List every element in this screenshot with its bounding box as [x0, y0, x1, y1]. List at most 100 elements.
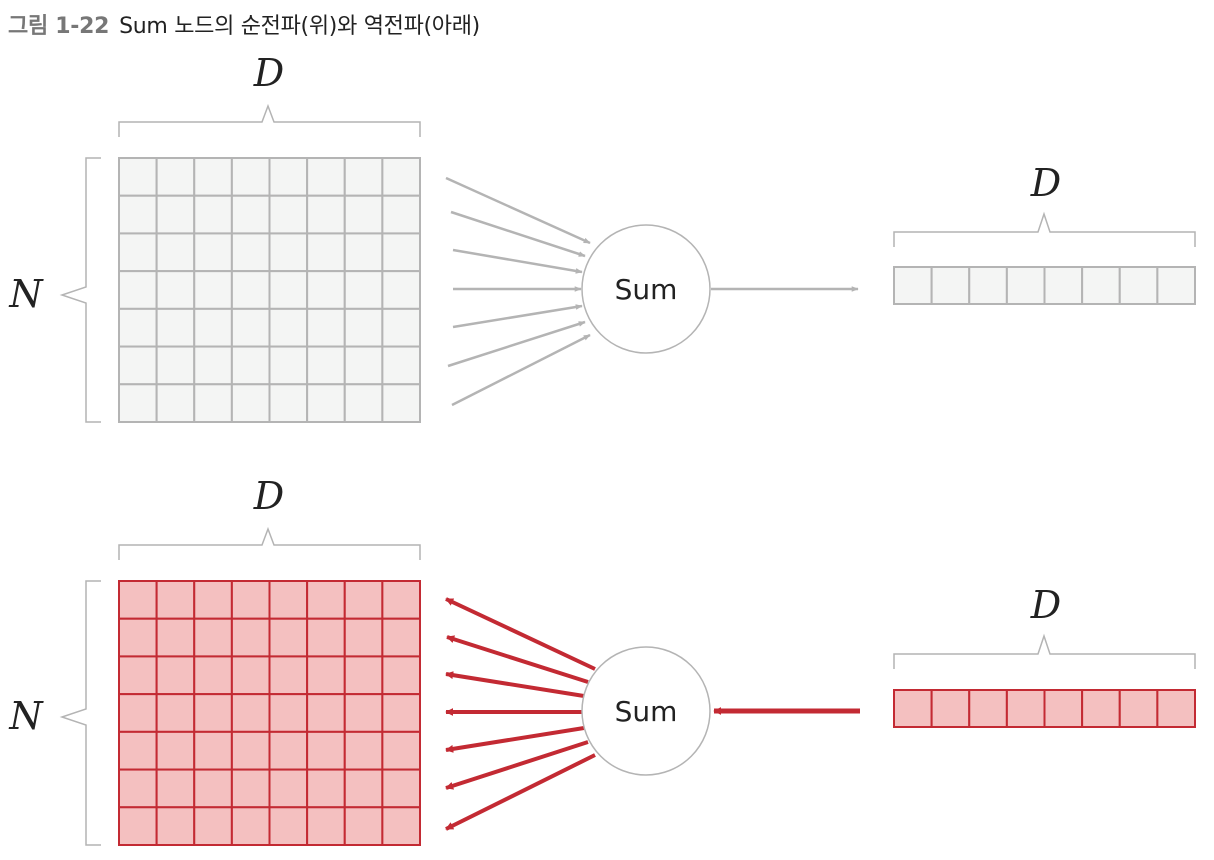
- backward-matrix-cell: [343, 730, 384, 771]
- forward-matrix-cell: [193, 157, 233, 197]
- backward-matrix-cell: [268, 806, 309, 846]
- backward-matrix-cell: [118, 655, 158, 696]
- backward-matrix-cell: [230, 655, 271, 696]
- backward-matrix-cell: [155, 730, 196, 771]
- forward-arrow: [447, 320, 586, 368]
- backward-matrix-cell: [268, 768, 309, 809]
- forward-matrix-cell: [118, 345, 158, 386]
- forward-matrix-cell: [343, 270, 384, 310]
- backward-vector-cell: [1005, 689, 1046, 728]
- forward-matrix-cell: [155, 270, 196, 310]
- forward-matrix-cell: [230, 232, 271, 273]
- backward-arrow: [445, 753, 596, 831]
- backward-matrix-cell: [306, 655, 346, 696]
- backward-vector-cell: [1043, 689, 1084, 728]
- backward-matrix-cell: [230, 768, 271, 809]
- forward-matrix-cell: [381, 194, 421, 235]
- backward-matrix-cell: [155, 768, 196, 809]
- forward-input-arrows: [445, 176, 591, 407]
- forward-cols-bracket: [118, 103, 421, 137]
- forward-matrix-cell: [381, 157, 421, 197]
- backward-matrix-cell: [193, 768, 233, 809]
- backward-matrix-cell: [118, 693, 158, 733]
- backward-matrix-cell: [193, 655, 233, 696]
- forward-matrix-cell: [118, 270, 158, 310]
- backward-matrix-cell: [306, 693, 346, 733]
- forward-matrix-cell: [343, 232, 384, 273]
- backward-arrow: [445, 726, 585, 753]
- backward-matrix-cell: [381, 693, 421, 733]
- forward-matrix-cell: [306, 194, 346, 235]
- backward-matrix-cell: [193, 693, 233, 733]
- backward-sum-node: [581, 646, 711, 776]
- backward-matrix-cell: [230, 693, 271, 733]
- forward-matrix-cell: [155, 345, 196, 386]
- forward-matrix-cell: [268, 194, 309, 235]
- backward-vector-cell: [968, 689, 1008, 728]
- backward-matrix-cell: [118, 580, 158, 620]
- backward-matrix-cell: [193, 580, 233, 620]
- backward-matrix-cell: [155, 693, 196, 733]
- backward-vector-cell: [893, 689, 933, 728]
- backward-matrix-cell: [155, 617, 196, 658]
- forward-arrow: [450, 210, 586, 258]
- backward-matrix-cell: [343, 617, 384, 658]
- forward-matrix-cell: [268, 232, 309, 273]
- forward-matrix-cell: [155, 307, 196, 348]
- forward-matrix-cell: [155, 194, 196, 235]
- forward-output-bracket: [893, 211, 1196, 247]
- forward-matrix-cell: [306, 157, 346, 197]
- forward-vector-cell: [1043, 266, 1084, 305]
- forward-vector-cell: [968, 266, 1008, 305]
- forward-vector-cell: [930, 266, 971, 305]
- forward-matrix-cell: [193, 345, 233, 386]
- forward-matrix-cell: [381, 232, 421, 273]
- forward-matrix-cell: [343, 307, 384, 348]
- forward-matrix-cell: [381, 270, 421, 310]
- backward-arrow: [445, 740, 589, 790]
- backward-rows-bracket: [59, 580, 101, 846]
- forward-matrix-cell: [268, 307, 309, 348]
- forward-matrix-cell: [230, 307, 271, 348]
- forward-sum-node: [581, 224, 711, 354]
- forward-matrix-cell: [381, 345, 421, 386]
- backward-rows-label: N: [8, 694, 44, 738]
- forward-matrix-cell: [230, 270, 271, 310]
- forward-matrix-cell: [343, 194, 384, 235]
- forward-matrix-cell: [381, 307, 421, 348]
- backward-matrix-cell: [343, 693, 384, 733]
- forward-matrix-cell: [268, 383, 309, 423]
- backward-matrix-cell: [381, 617, 421, 658]
- forward-matrix-cell: [155, 157, 196, 197]
- forward-matrix-cell: [155, 383, 196, 423]
- backward-matrix-cell: [381, 655, 421, 696]
- backward-matrix-cell: [230, 580, 271, 620]
- backward-input-arrows: [445, 597, 596, 831]
- forward-vector-cell: [1156, 266, 1196, 305]
- forward-matrix-cell: [306, 232, 346, 273]
- backward-matrix-cell: [306, 617, 346, 658]
- backward-cols-bracket: [118, 526, 421, 560]
- backward-matrix-cell: [230, 806, 271, 846]
- forward-input-matrix: [118, 157, 421, 423]
- forward-vector-cell: [1005, 266, 1046, 305]
- forward-arrow: [445, 176, 591, 245]
- forward-vector-cell: [1081, 266, 1121, 305]
- forward-output-vector: [893, 266, 1196, 305]
- forward-matrix-cell: [118, 157, 158, 197]
- forward-matrix-cell: [268, 270, 309, 310]
- forward-matrix-cell: [306, 307, 346, 348]
- forward-matrix-cell: [118, 194, 158, 235]
- backward-matrix-cell: [268, 730, 309, 771]
- forward-matrix-cell: [343, 383, 384, 423]
- backward-cols-label: D: [253, 474, 284, 518]
- backward-arrow: [445, 597, 596, 671]
- backward-matrix-cell: [193, 617, 233, 658]
- backward-matrix-cell: [268, 580, 309, 620]
- backward-matrix-cell: [230, 730, 271, 771]
- forward-vector-cell: [1118, 266, 1159, 305]
- forward-matrix-cell: [268, 157, 309, 197]
- forward-matrix-cell: [118, 383, 158, 423]
- forward-arrow: [452, 248, 583, 274]
- forward-cols-label: D: [253, 51, 284, 95]
